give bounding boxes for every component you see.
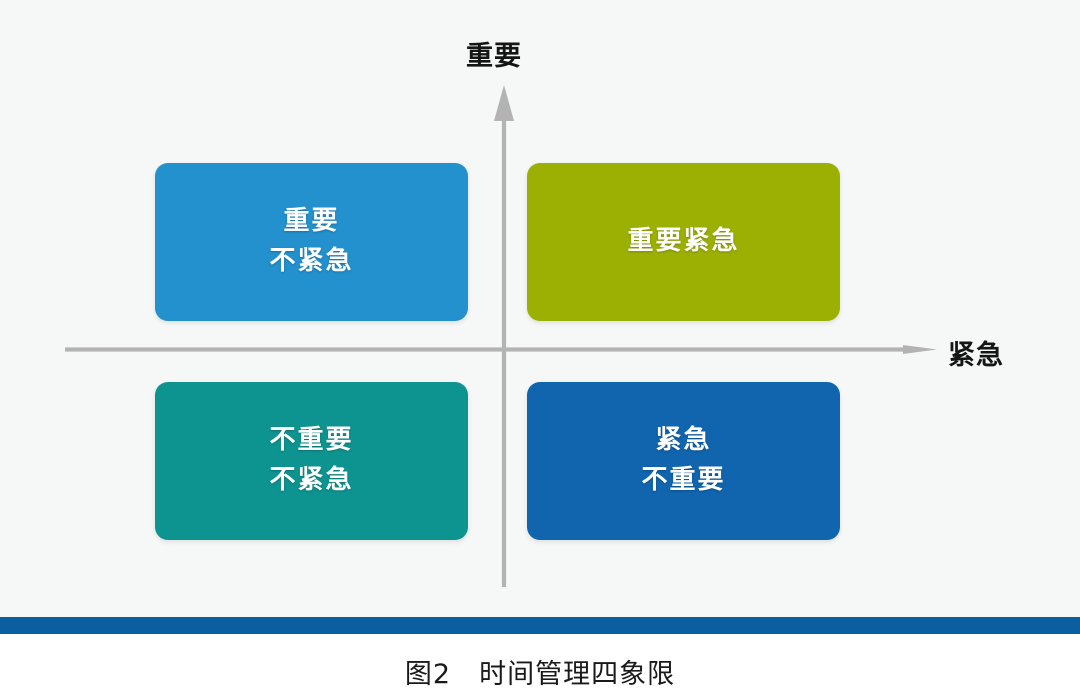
quadrant-label-line: 重要 — [283, 206, 340, 237]
quadrant-label-line: 不重要 — [641, 465, 726, 495]
vertical-axis-arrow-icon — [494, 85, 514, 587]
axis-label-important: 重要 — [466, 41, 522, 72]
horizontal-axis-arrow-icon — [65, 345, 937, 354]
axis-label-urgent: 紧急 — [948, 340, 1004, 371]
quadrant-not-important-not-urgent[interactable]: 不重要 不紧急 — [155, 382, 477, 540]
quadrant-urgent-not-important[interactable]: 紧急 不重要 — [527, 382, 849, 540]
quadrant-important-urgent[interactable]: 重要紧急 — [527, 163, 849, 321]
quadrant-important-not-urgent[interactable]: 重要 不紧急 — [155, 163, 477, 321]
quadrant-label-line: 不紧急 — [269, 465, 354, 495]
quadrant-label-line: 紧急 — [655, 425, 712, 456]
figure-caption: 图2 时间管理四象限 — [404, 659, 676, 690]
quadrant-label-line: 不紧急 — [269, 246, 354, 276]
quadrant-label-line: 不重要 — [269, 425, 354, 456]
footer-divider-rule — [0, 617, 1080, 634]
figure-canvas: 重要 紧急 重要 不紧急 重要紧急 不重要 不紧急 紧急 不重要 — [65, 41, 1004, 587]
quadrant-label-line: 重要紧急 — [627, 226, 740, 257]
